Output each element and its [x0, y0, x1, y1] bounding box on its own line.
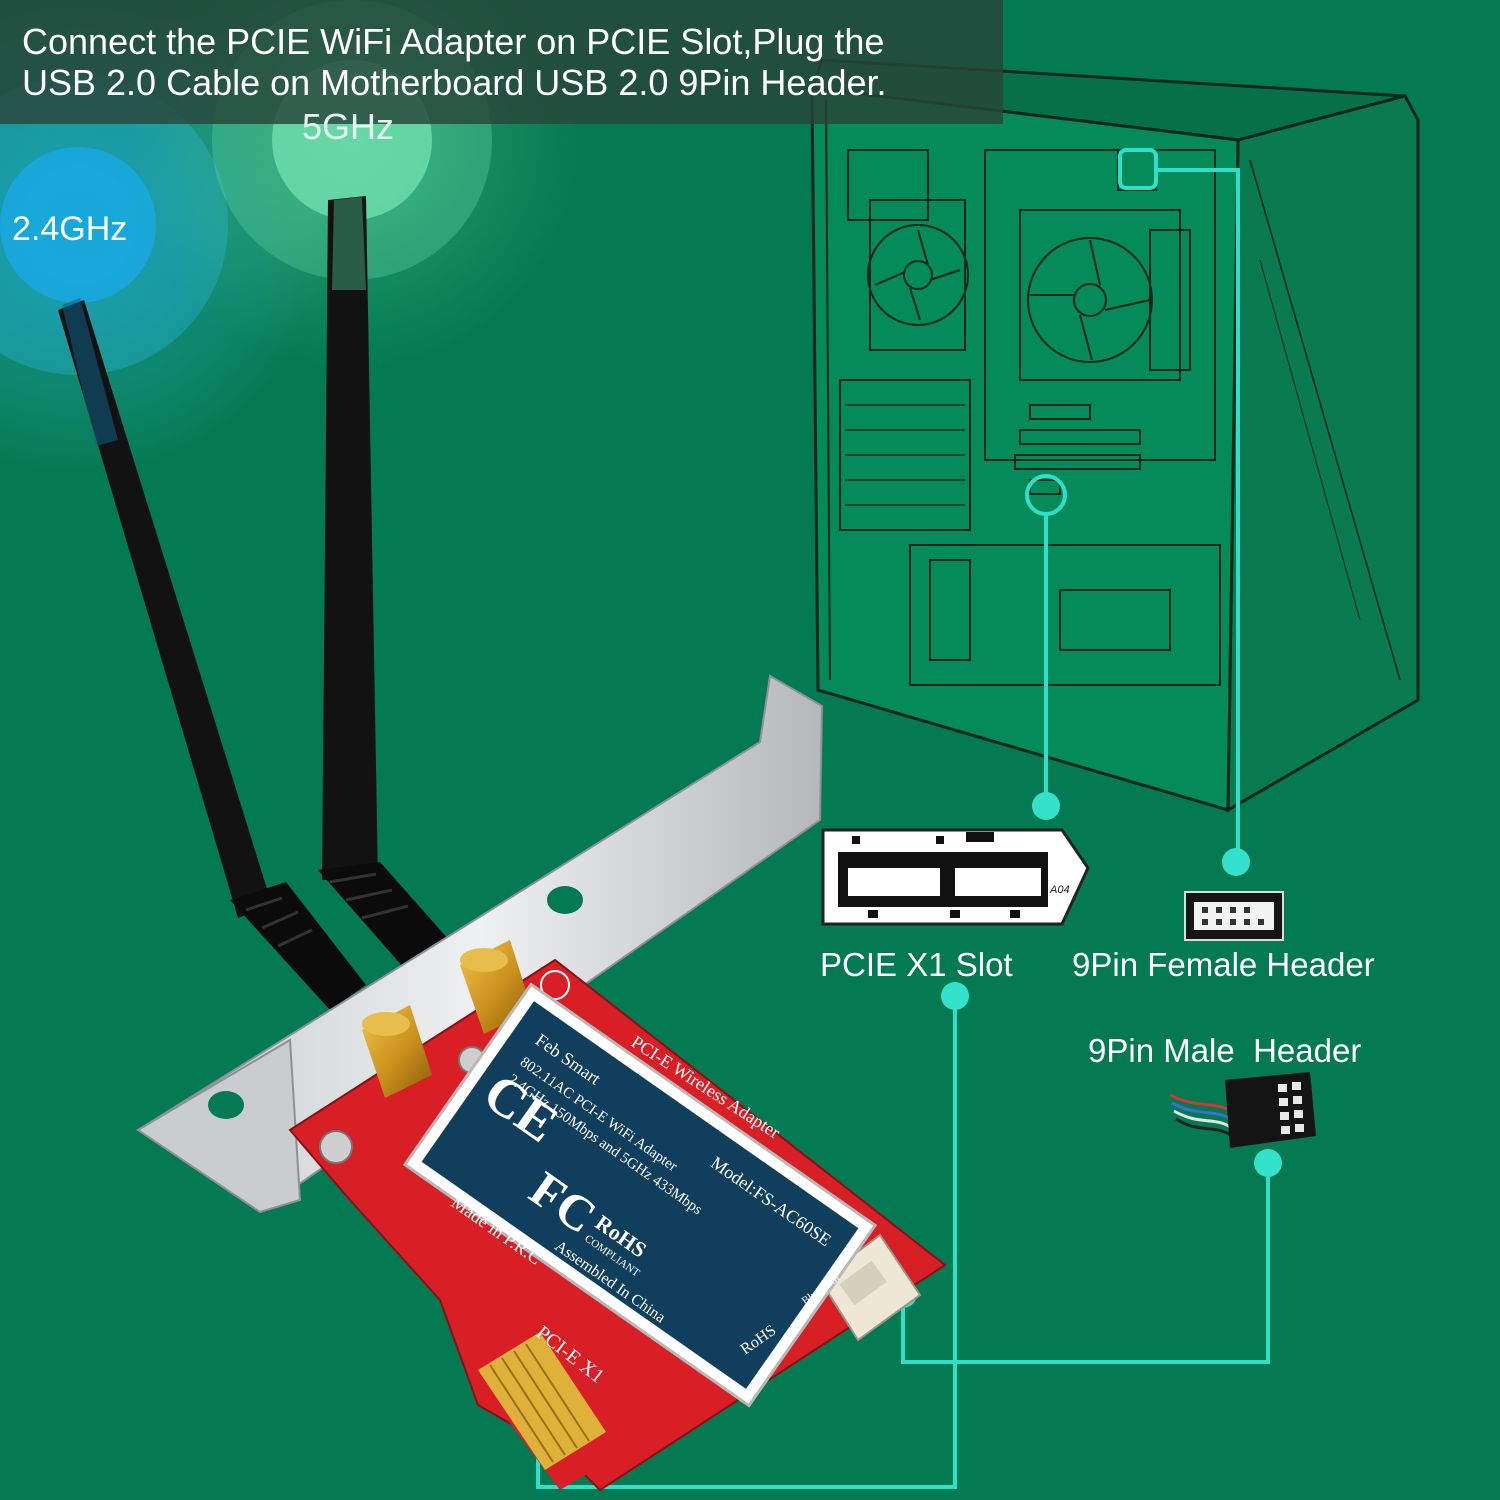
gold-fingers [478, 1332, 606, 1470]
sma-connector-left [362, 1005, 432, 1098]
banner-line-1: Connect the PCIE WiFi Adapter on PCIE Sl… [22, 21, 885, 62]
adapter-label-card [402, 982, 878, 1408]
female-header-label: 9Pin Female Header [1072, 946, 1375, 983]
computer-case-illustration [809, 58, 1420, 813]
band-5ghz-label: 5GHz [302, 106, 395, 147]
male-header-illustration [1169, 1072, 1316, 1148]
antenna-5ghz [318, 196, 458, 975]
antenna-24ghz [58, 298, 366, 1010]
male-header-label: 9Pin Male Header [1088, 1032, 1362, 1069]
metal-bracket [136, 674, 824, 1214]
pcie-slot-label: PCIE X1 Slot [820, 946, 1013, 983]
instruction-banner: Connect the PCIE WiFi Adapter on PCIE Sl… [0, 0, 1003, 124]
pcie-slot-illustration [821, 828, 1090, 926]
female-header-illustration [1184, 891, 1284, 941]
band-24ghz-label: 2.4GHz [12, 210, 128, 248]
slot-code-text: A04 [1049, 884, 1070, 896]
banner-line-2: USB 2.0 Cable on Motherboard USB 2.0 9Pi… [22, 62, 887, 103]
